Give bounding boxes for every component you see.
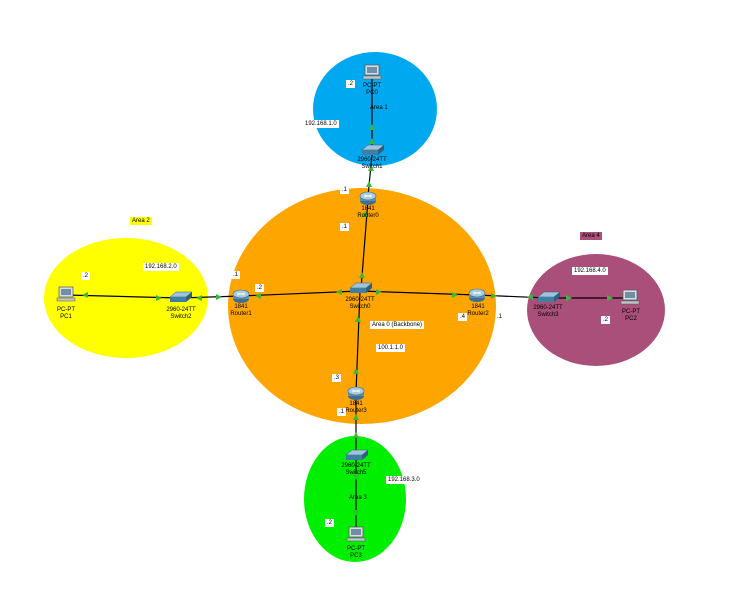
switch5-icon[interactable]: [345, 449, 369, 460]
switch2-name: Switch2: [170, 314, 192, 320]
switch3-name: Switch3: [537, 312, 559, 318]
area1-network-label: 192.168.1.0: [303, 120, 339, 128]
switch1-name: Switch1: [361, 164, 383, 170]
router2-lan-host-id: .1: [497, 314, 503, 320]
router1-name: Router1: [230, 311, 252, 317]
pc1-icon[interactable]: [56, 286, 76, 302]
pc3-host-id: .2: [325, 519, 335, 527]
area3-label: Area 3: [349, 495, 367, 501]
pc0-name: PC0: [366, 90, 378, 96]
pc3-model: PC-PT: [347, 546, 365, 552]
area4-network-label: 192.168.4.0: [572, 267, 608, 275]
router2-wan-host-id: .4: [458, 313, 468, 321]
area4-zone: [527, 254, 665, 366]
switch0-name: Switch0: [349, 304, 371, 310]
router3-model: 1841: [349, 401, 363, 407]
router2-model: 1841: [471, 304, 485, 310]
pc2-name: PC2: [625, 316, 637, 322]
switch5-model: 2960-24TT: [341, 463, 371, 469]
router1-wan-host-id: .2: [255, 284, 265, 292]
switch2-icon[interactable]: [169, 291, 193, 302]
switch0-icon[interactable]: [349, 282, 373, 293]
router3-icon[interactable]: [347, 386, 365, 400]
switch1-icon[interactable]: [361, 144, 385, 155]
area4-label: Area 4: [580, 232, 602, 240]
switch3-model: 2960-24TT: [533, 305, 563, 311]
link-switch0-router3: [355, 290, 361, 393]
area1-label: Area 1: [370, 105, 388, 111]
area3-network-label: 192.168.3.0: [386, 476, 422, 484]
router3-lan-host-id: .1: [337, 408, 347, 416]
switch0-model: 2960-24TT: [345, 297, 375, 303]
router0-name: Router0: [357, 213, 379, 219]
router1-icon[interactable]: [232, 289, 250, 303]
area3-zone: [304, 436, 406, 562]
router0-icon[interactable]: [359, 191, 377, 205]
area1-zone: [313, 52, 437, 166]
pc2-model: PC-PT: [622, 309, 640, 315]
pc1-name: PC1: [60, 314, 72, 320]
router2-icon[interactable]: [468, 288, 486, 302]
switch3-icon[interactable]: [537, 291, 561, 302]
router3-name: Router3: [345, 408, 367, 414]
router2-name: Router2: [467, 311, 489, 317]
switch2-model: 2960-24TT: [166, 307, 196, 313]
pc1-model: PC-PT: [57, 307, 75, 313]
area2-label: Area 2: [130, 217, 152, 225]
switch1-model: 2960-24TT: [357, 157, 387, 163]
area2-network-label: 192.168.2.0: [143, 263, 179, 271]
pc0-model: PC-PT: [363, 83, 381, 89]
link-router2-switch3: [476, 294, 549, 299]
area0-label: Area 0 (Backbone): [370, 321, 425, 329]
switch5-name: Switch5: [345, 470, 367, 476]
router0-model: 1841: [361, 206, 375, 212]
pc1-host-id: .2: [81, 272, 91, 280]
router1-lan-host-id: .1: [231, 271, 241, 279]
pc3-icon[interactable]: [346, 526, 366, 542]
pc2-icon[interactable]: [620, 289, 640, 305]
pc3-name: PC3: [350, 553, 362, 559]
area0-network-label: 100.1.1.0: [376, 344, 406, 352]
pc2-host-id: .2: [601, 316, 611, 324]
pc0-icon[interactable]: [362, 64, 382, 80]
port-indicators: [82, 124, 613, 516]
area0-zone: [228, 188, 496, 424]
link-switch1-router0: [367, 154, 373, 197]
pc0-host-id: .2: [346, 80, 356, 88]
router1-model: 1841: [234, 304, 248, 310]
router0-wan-host-id: .1: [340, 223, 350, 231]
router3-wan-host-id: .3: [332, 374, 342, 382]
router0-lan-host-id: .1: [340, 186, 350, 194]
